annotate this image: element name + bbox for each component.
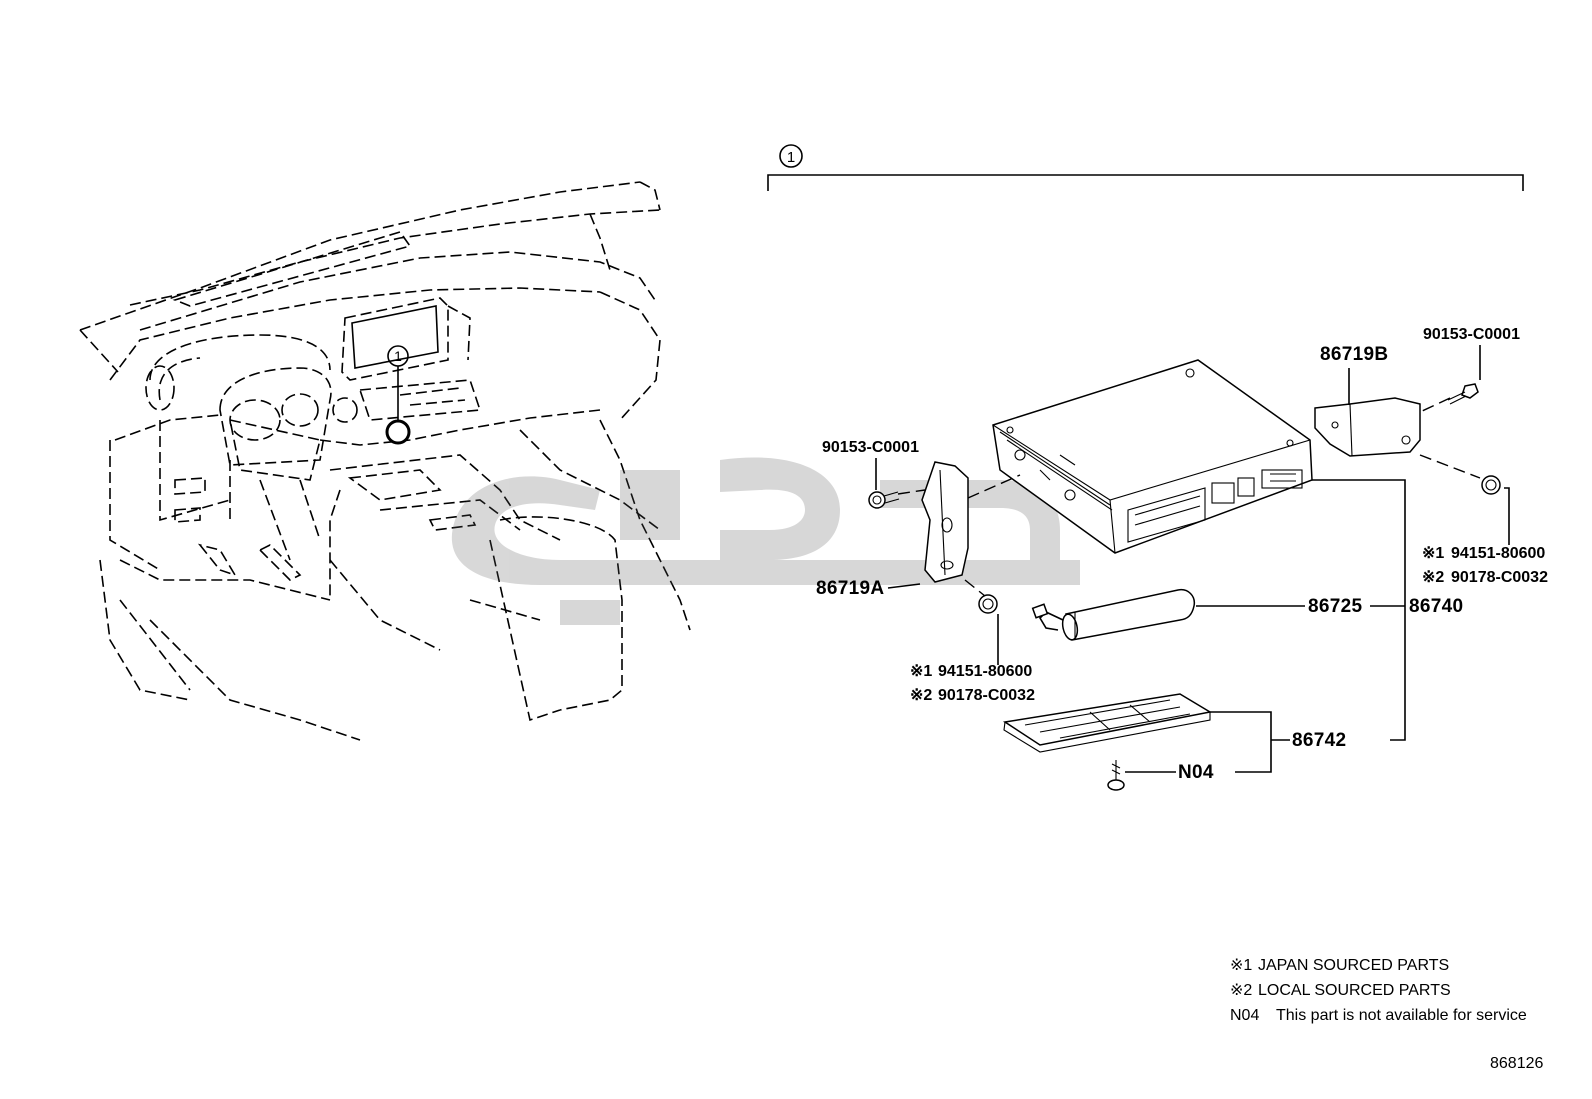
nut-right-alternatives: ※1 94151-80600 ※2 90178-C0032 [1422,545,1548,586]
exploded-view: 1 [767,144,1548,791]
nut-left-part-2: 90178-C0032 [938,687,1035,704]
legend-mark-2: ※2 [1230,982,1252,999]
nut-left-icon [978,594,998,614]
bracket-86719B [1314,397,1421,457]
nut-left-alternatives: ※1 94151-80600 ※2 90178-C0032 [910,663,1035,704]
dashboard-illustration: 1 [79,181,691,741]
group-bracket [767,174,1524,191]
nut-left-part-1: 94151-80600 [938,663,1032,680]
label-86725: 86725 [1308,596,1362,617]
label-86742: 86742 [1292,730,1346,751]
watermark [451,457,1080,625]
bracket-86719A [921,461,969,583]
ecu-location-marker [385,419,411,445]
battery-86725 [1031,588,1196,641]
label-86719B: 86719B [1320,344,1388,365]
nut-right-icon [1481,475,1501,495]
label-n04: N04 [1178,762,1214,783]
legend: ※1 JAPAN SOURCED PARTS ※2 LOCAL SOURCED … [1230,957,1527,1024]
nut-right-part-1: 94151-80600 [1451,545,1545,562]
figure-id: 868126 [1490,1055,1543,1072]
label-86719A: 86719A [816,578,884,599]
label-bolt-right: 90153-C0001 [1423,326,1520,343]
group-ref-marker-circle [779,144,803,168]
legend-text-2: LOCAL SOURCED PARTS [1258,982,1451,999]
nut-left-mark-1: ※1 [910,663,932,680]
label-86740: 86740 [1409,596,1463,617]
legend-mark-1: ※1 [1230,957,1252,974]
label-bolt-left: 90153-C0001 [822,439,919,456]
bolt-right-icon [1447,383,1479,405]
legend-text-3: This part is not available for service [1276,1007,1527,1024]
dash-ref-marker-label: 1 [394,348,402,364]
nut-right-mark-1: ※1 [1422,545,1444,562]
nut-right-part-2: 90178-C0032 [1451,569,1548,586]
legend-mark-3: N04 [1230,1007,1259,1024]
screw-n04-icon [1107,760,1125,791]
nut-right-mark-2: ※2 [1422,569,1444,586]
group-ref-marker-label: 1 [787,149,795,166]
bolt-left-icon [868,491,900,509]
nut-left-mark-2: ※2 [910,687,932,704]
legend-text-1: JAPAN SOURCED PARTS [1258,957,1449,974]
